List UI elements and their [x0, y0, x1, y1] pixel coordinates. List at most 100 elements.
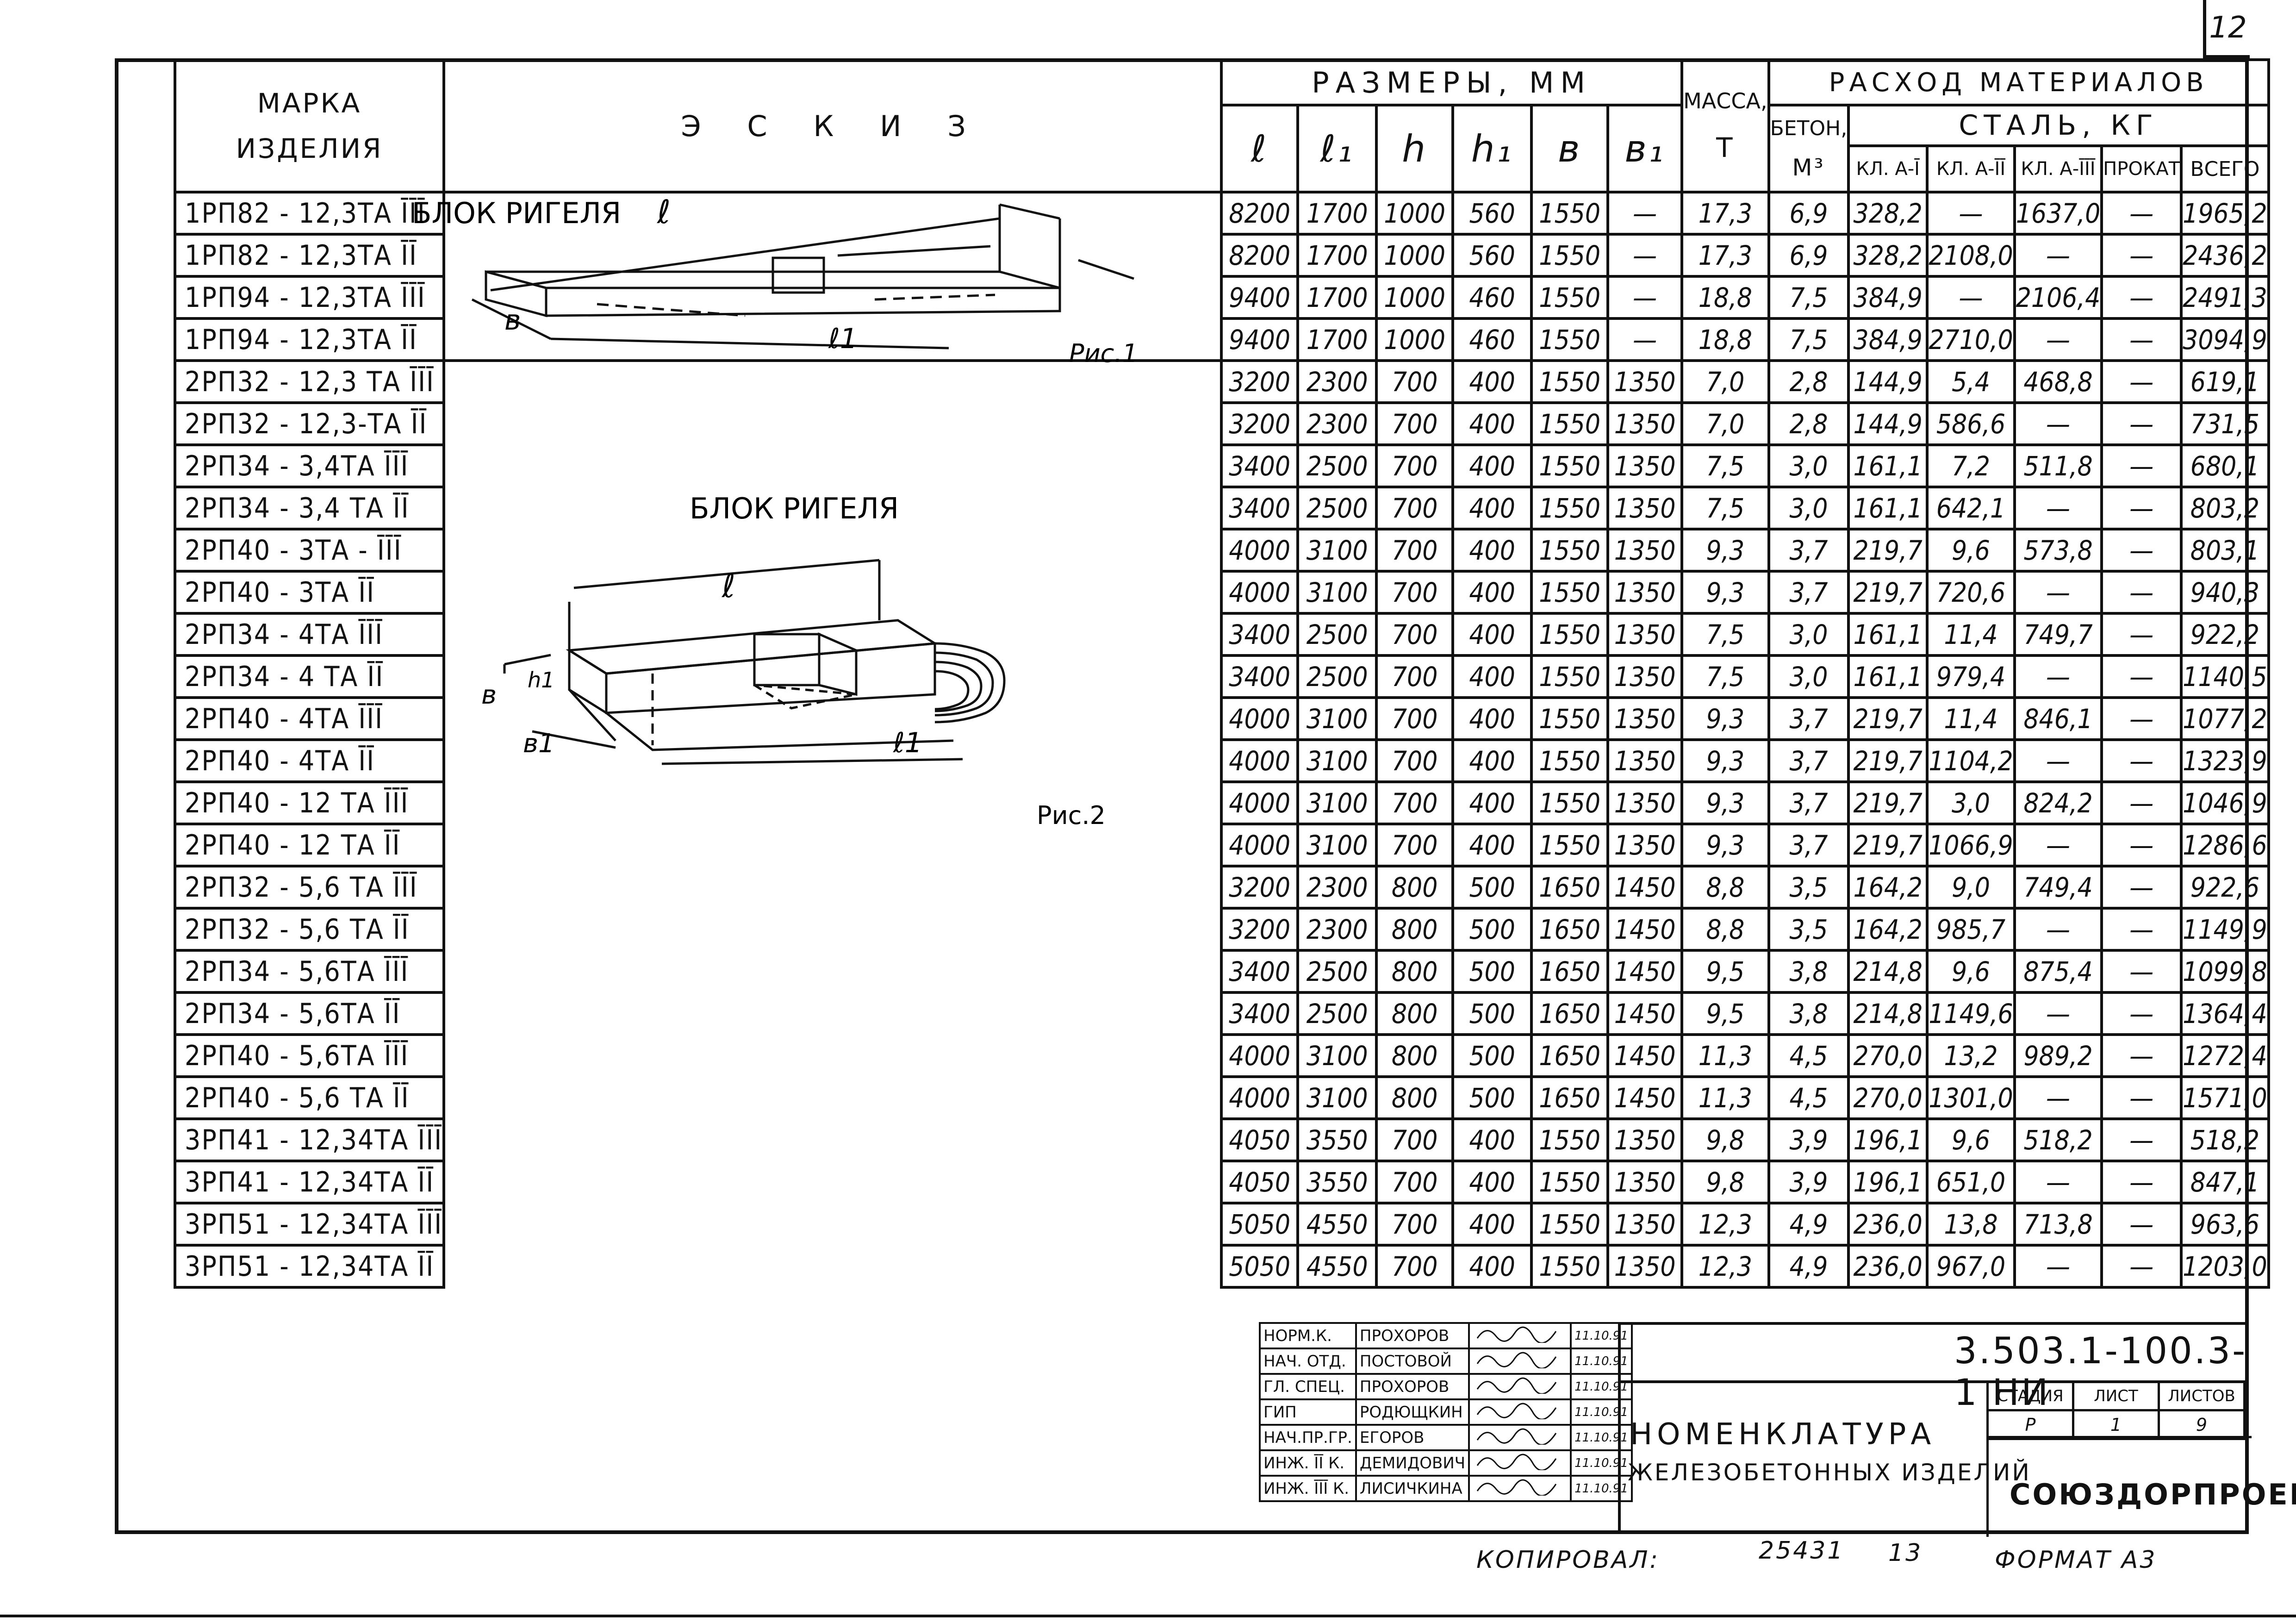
- cell-b: 1550: [1530, 317, 1610, 362]
- cell-h: 700: [1375, 443, 1455, 488]
- cell-l: 3400: [1220, 612, 1300, 657]
- cell-rolled: —: [2100, 1075, 2183, 1120]
- signature-mark: [1476, 1428, 1557, 1446]
- cell-h1: 400: [1451, 654, 1533, 699]
- cell-a1: 196,1: [1847, 1160, 1929, 1204]
- cell-a3: —: [2013, 738, 2103, 783]
- cell-a3: 875,4: [2013, 949, 2103, 994]
- cell-a1: 161,1: [1847, 443, 1929, 488]
- cell-a1: 384,9: [1847, 275, 1929, 320]
- cell-b: 1550: [1530, 191, 1610, 236]
- row-mark: 2РП34 - 3,4ТА ĪĪĪ: [173, 443, 446, 488]
- cell-h: 700: [1375, 359, 1455, 404]
- cell-b1: —: [1606, 317, 1684, 362]
- cell-rolled: —: [2100, 1160, 2183, 1204]
- cell-mass: 8,8: [1680, 865, 1770, 910]
- cell-a2: 11,4: [1926, 696, 2016, 741]
- cell-a1: 161,1: [1847, 486, 1929, 530]
- cell-total: 803,1: [2180, 528, 2270, 573]
- cell-concrete: 4,9: [1767, 1244, 1850, 1289]
- cell-b: 1550: [1530, 696, 1610, 741]
- row-mark: 2РП40 - 4ТА ĪĪĪ: [173, 696, 446, 741]
- header-mark-line2: ИЗДЕЛИЯ: [236, 133, 383, 164]
- cell-total: 1203,0: [2180, 1244, 2270, 1289]
- cell-mass: 8,8: [1680, 907, 1770, 952]
- cell-l1: 1700: [1296, 275, 1378, 320]
- cell-b1: 1350: [1606, 443, 1684, 488]
- cell-a2: 586,6: [1926, 401, 2016, 446]
- cell-a3: —: [2013, 401, 2103, 446]
- header-concrete-label: БЕТОН,: [1770, 116, 1848, 140]
- cell-concrete: 3,7: [1767, 738, 1850, 783]
- header-sketch: Э С К И З: [442, 58, 1223, 193]
- cell-mass: 7,5: [1680, 612, 1770, 657]
- signature-mark: [1476, 1403, 1557, 1420]
- cell-concrete: 3,9: [1767, 1160, 1850, 1204]
- cell-h1: 400: [1451, 401, 1533, 446]
- cell-b: 1550: [1530, 443, 1610, 488]
- cell-a3: 749,7: [2013, 612, 2103, 657]
- cell-a1: 328,2: [1847, 233, 1929, 278]
- cell-a2: 13,2: [1926, 1033, 2016, 1078]
- cell-mass: 18,8: [1680, 275, 1770, 320]
- cell-a3: 713,8: [2013, 1202, 2103, 1247]
- cell-a2: 985,7: [1926, 907, 2016, 952]
- cell-rolled: —: [2100, 696, 2183, 741]
- cell-b1: 1450: [1606, 865, 1684, 910]
- header-steel-a2: КЛ. А-ĪĪ: [1926, 144, 2016, 193]
- cell-l: 4000: [1220, 738, 1300, 783]
- sheet-label: ЛИСТ: [2072, 1380, 2160, 1411]
- cell-rolled: —: [2100, 401, 2183, 446]
- cell-a2: 9,6: [1926, 528, 2016, 573]
- cell-h1: 500: [1451, 949, 1533, 994]
- cell-rolled: —: [2100, 907, 2183, 952]
- cell-l: 3200: [1220, 359, 1300, 404]
- row-mark: 2РП40 - 3ТА ĪĪ: [173, 570, 446, 615]
- cell-a2: 651,0: [1926, 1160, 2016, 1204]
- cell-a2: 1066,9: [1926, 823, 2016, 867]
- cell-l1: 3100: [1296, 738, 1378, 783]
- cell-mass: 18,8: [1680, 317, 1770, 362]
- cell-l1: 3100: [1296, 780, 1378, 825]
- cell-b: 1550: [1530, 612, 1610, 657]
- cell-h1: 400: [1451, 359, 1533, 404]
- cell-b: 1550: [1530, 528, 1610, 573]
- signature: [1468, 1449, 1572, 1477]
- cell-total: 2491,3: [2180, 275, 2270, 320]
- header-dim-l1: ℓ₁: [1296, 104, 1378, 193]
- cell-a3: 824,2: [2013, 780, 2103, 825]
- cell-b: 1550: [1530, 401, 1610, 446]
- cell-h: 700: [1375, 780, 1455, 825]
- cell-a3: —: [2013, 486, 2103, 530]
- cell-l1: 3100: [1296, 528, 1378, 573]
- cell-concrete: 3,0: [1767, 486, 1850, 530]
- cell-a1: 161,1: [1847, 612, 1929, 657]
- order-number: 25431: [1759, 1537, 1845, 1565]
- cell-h1: 400: [1451, 1244, 1533, 1289]
- sketch1-title: БЛОК РИГЕЛЯ: [412, 196, 621, 230]
- cell-total: 940,3: [2180, 570, 2270, 615]
- signer-role: ГЛ. СПЕЦ.: [1259, 1373, 1357, 1400]
- cell-rolled: —: [2100, 528, 2183, 573]
- row-mark: 2РП40 - 3ТА - ĪĪĪ: [173, 528, 446, 573]
- document-title-line1: НОМЕНКЛАТУРА: [1630, 1417, 1936, 1452]
- cell-l1: 3100: [1296, 1033, 1378, 1078]
- cell-rolled: —: [2100, 654, 2183, 699]
- cell-concrete: 4,5: [1767, 1033, 1850, 1078]
- cell-l: 4000: [1220, 823, 1300, 867]
- signature-mark: [1476, 1454, 1557, 1471]
- row-mark: 2РП34 - 5,6ТА ĪĪĪ: [173, 949, 446, 994]
- cell-l: 3200: [1220, 907, 1300, 952]
- cell-a3: —: [2013, 1160, 2103, 1204]
- title-area: 3.503.1-100.3-1 НИ НОМЕНКЛАТУРА ЖЕЛЕЗОБЕ…: [1618, 1322, 2296, 1537]
- stage-value: Р: [1986, 1409, 2074, 1440]
- cell-h: 700: [1375, 401, 1455, 446]
